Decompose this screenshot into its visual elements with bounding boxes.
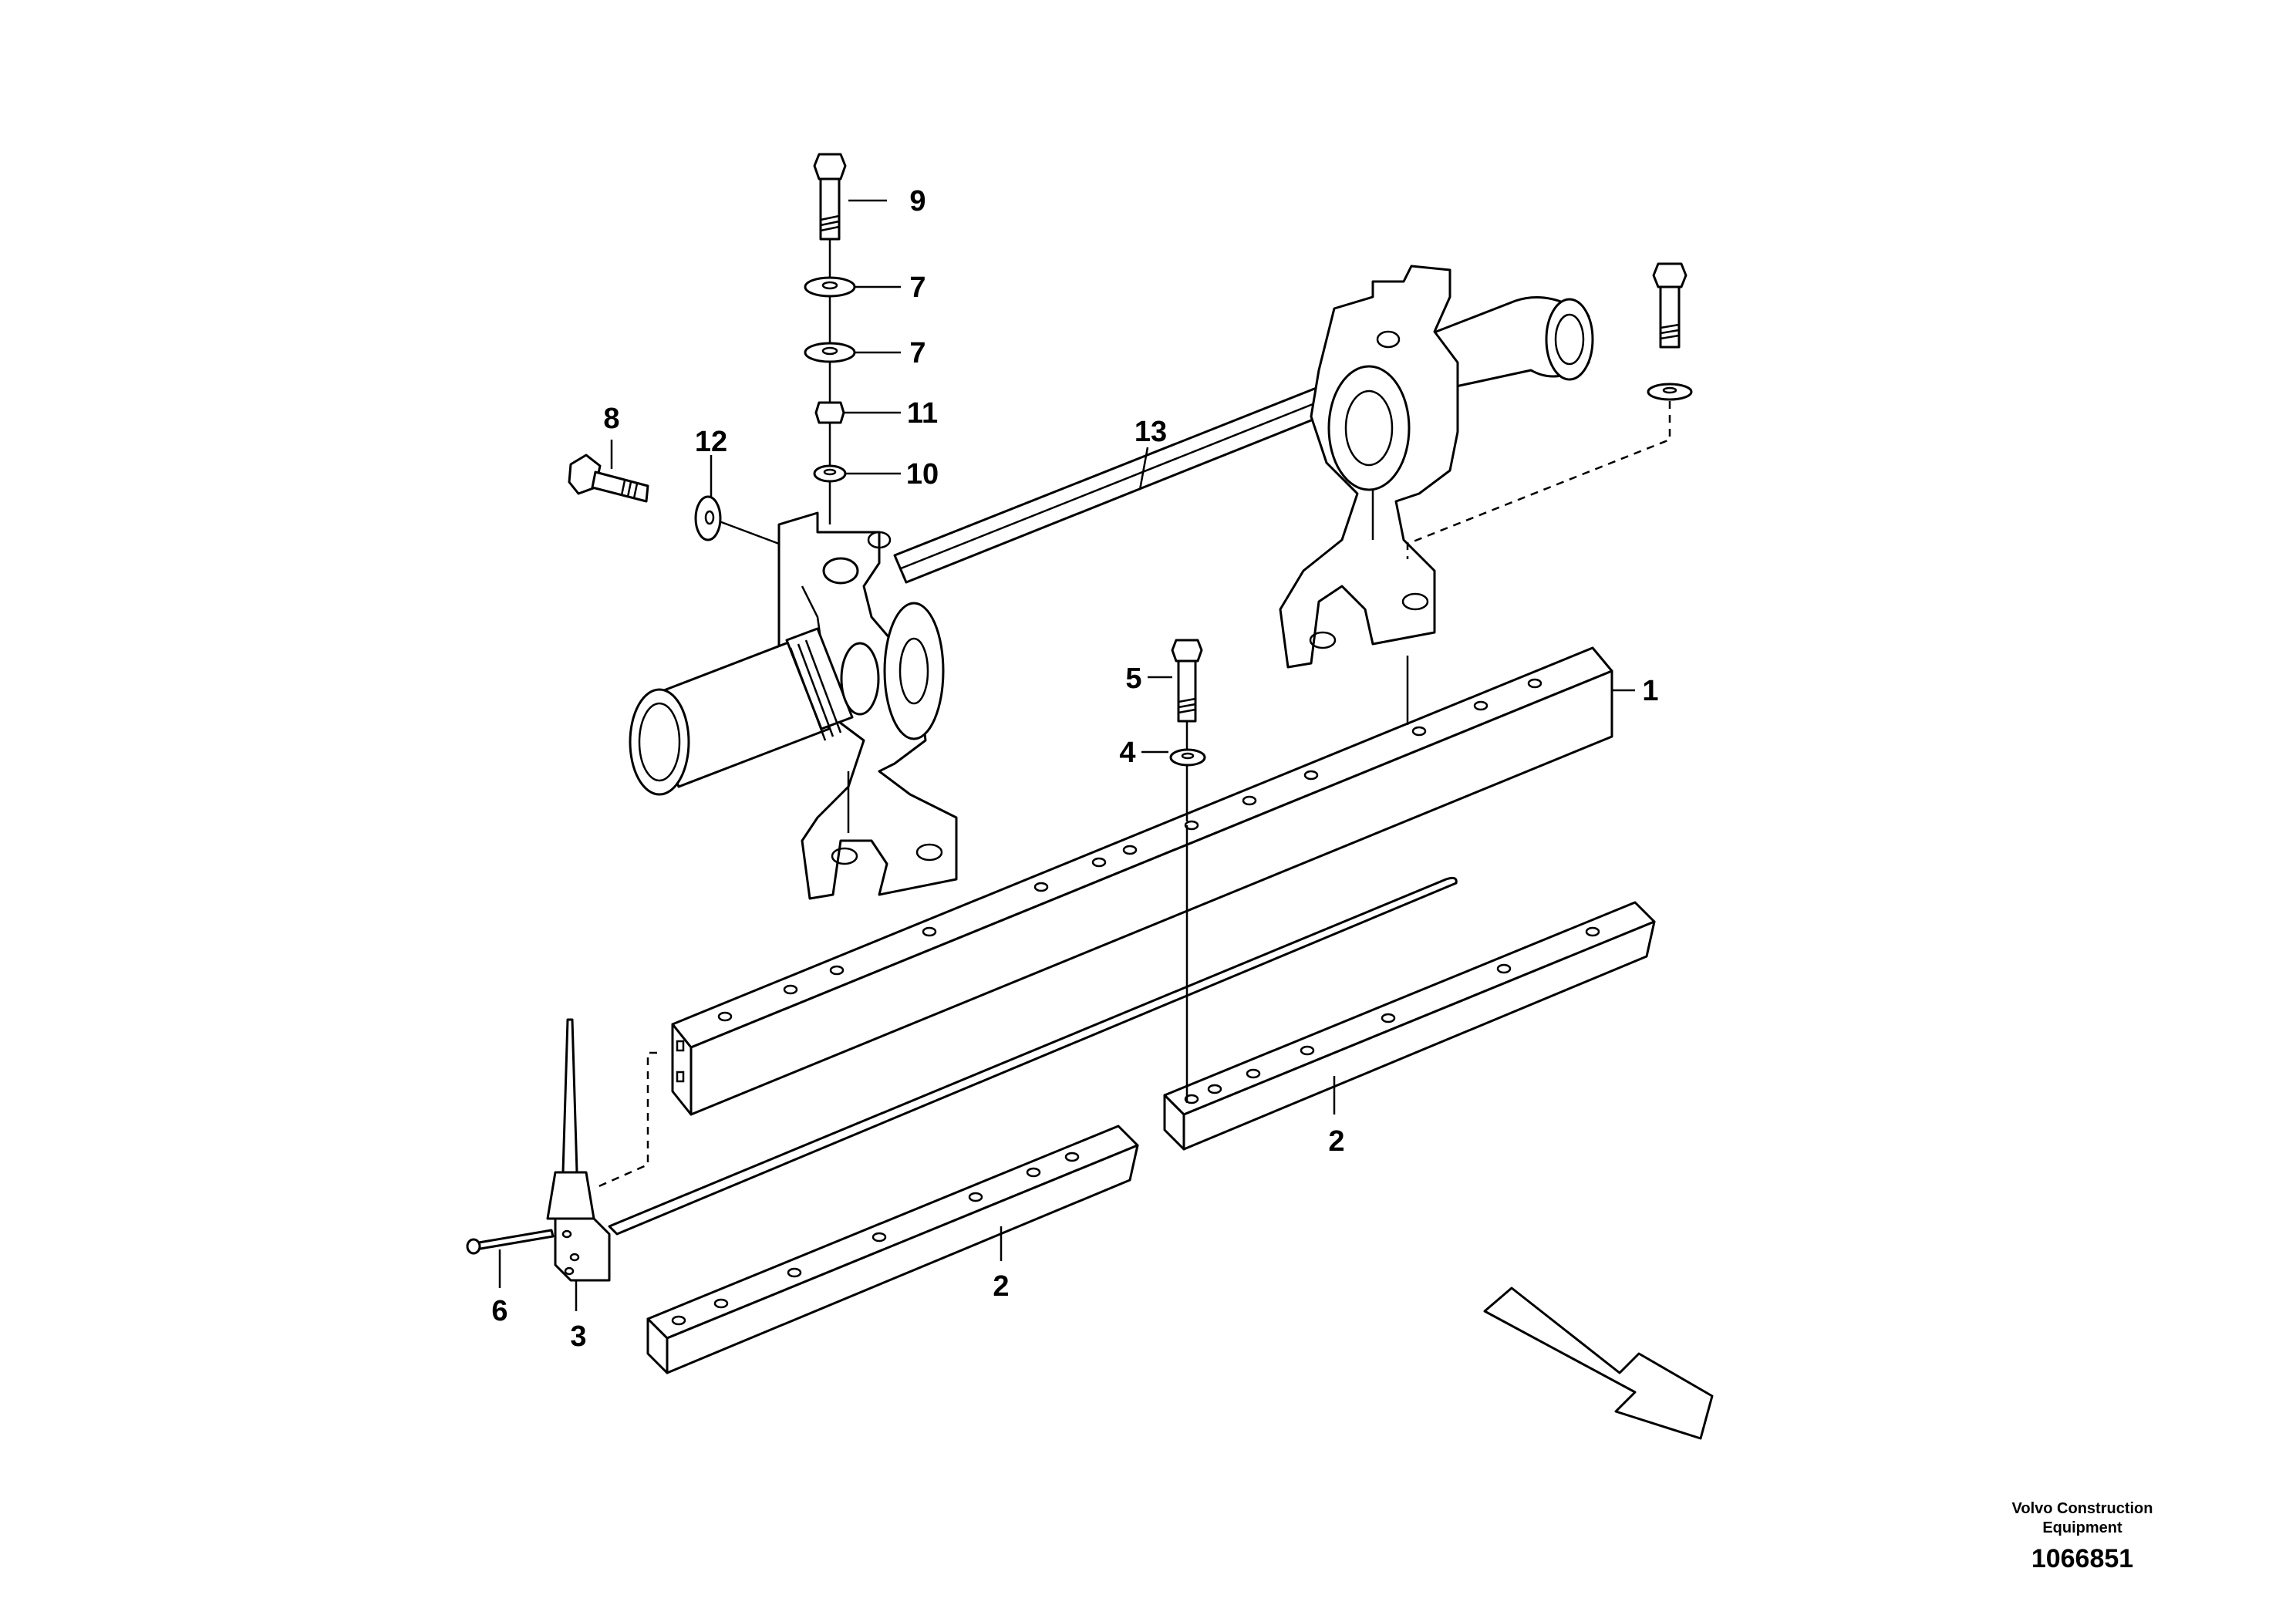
callout-2-right: 2 — [1328, 1125, 1344, 1158]
callout-13: 13 — [1135, 416, 1167, 448]
bar-holes — [717, 678, 1542, 1022]
callout-2-left: 2 — [993, 1270, 1009, 1303]
bearing-housing-right — [1279, 265, 1459, 669]
shaft — [893, 296, 1594, 584]
callout-labels: 9 7 7 11 10 8 12 13 5 4 1 2 2 3 6 — [491, 185, 1658, 1353]
drawing-caption: Volvo Construction Equipment 1066851 — [2012, 1500, 2153, 1573]
long-bar — [671, 646, 1613, 1116]
top-bolt-stack — [804, 153, 856, 524]
callout-7-upper: 7 — [909, 271, 925, 304]
callout-11: 11 — [907, 397, 938, 430]
drawing-number: 1066851 — [2031, 1544, 2133, 1573]
callout-7-lower: 7 — [909, 337, 925, 369]
sensor-block — [554, 1217, 611, 1282]
callout-1: 1 — [1642, 675, 1658, 707]
callout-8: 8 — [603, 403, 619, 435]
direction-arrow-icon — [1483, 1286, 1714, 1440]
callout-5: 5 — [1125, 663, 1141, 695]
callout-12: 12 — [695, 426, 727, 458]
brand-line-2: Equipment — [2042, 1519, 2122, 1536]
bar-bolt — [1169, 639, 1206, 821]
assembly-lines — [595, 401, 1671, 1189]
callout-10: 10 — [906, 458, 939, 491]
wear-strip-left — [646, 1125, 1139, 1374]
callout-4: 4 — [1119, 737, 1135, 769]
splined-coupling — [629, 627, 880, 796]
callout-9: 9 — [909, 185, 925, 218]
brand-line-1: Volvo Construction — [2012, 1500, 2153, 1517]
callout-6: 6 — [491, 1295, 507, 1327]
sensor-cable — [546, 876, 1458, 1236]
leader-lines — [498, 199, 1635, 1311]
right-top-bolt — [1647, 262, 1693, 401]
sensor-screw — [466, 1229, 555, 1255]
wear-strip-right — [1163, 901, 1656, 1151]
callout-3: 3 — [570, 1320, 586, 1353]
side-bolt — [568, 454, 780, 545]
